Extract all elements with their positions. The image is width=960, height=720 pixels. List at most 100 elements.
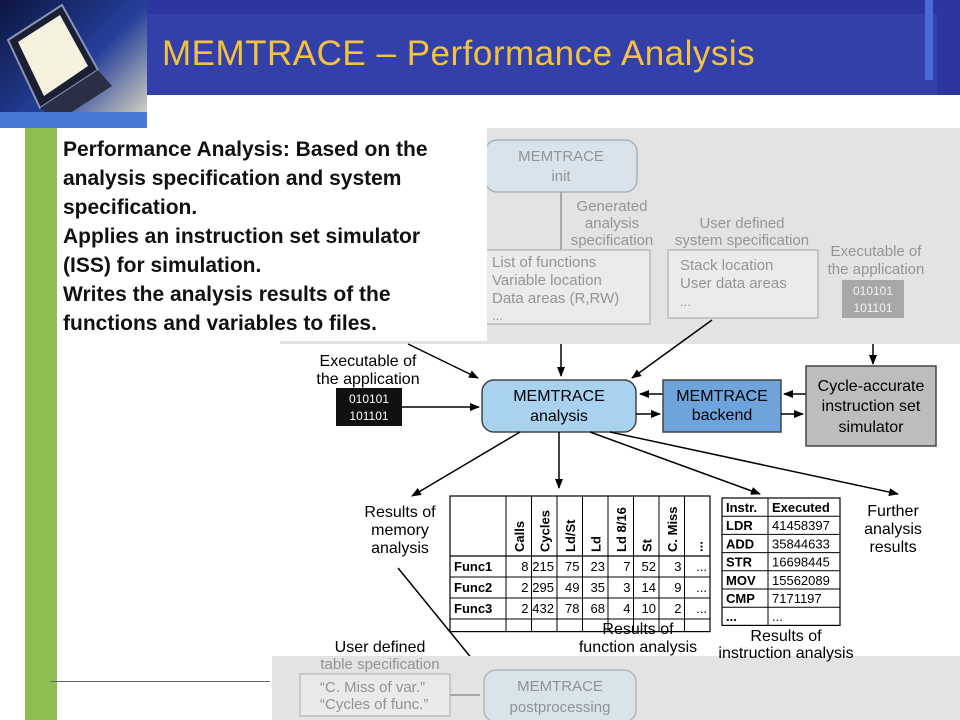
description-line-2: analysis specification and system xyxy=(63,167,402,190)
instr-table-name: MOV xyxy=(726,573,756,588)
computer-logo-icon xyxy=(0,0,147,128)
user-table-doc xyxy=(299,673,451,717)
instr-table-value: 41458397 xyxy=(772,518,830,533)
func-caption-1: Results of xyxy=(602,621,674,638)
func-list-3: Data areas (R,RW) xyxy=(492,290,619,307)
iss-label-3: simulator xyxy=(839,419,905,436)
sys-list-1: Stack location xyxy=(680,257,773,274)
func-list-4: ... xyxy=(492,308,503,323)
func-table-cell: 9 xyxy=(674,580,681,595)
iss-label-2: instruction set xyxy=(822,398,921,415)
func-table-cell: 35 xyxy=(591,580,605,595)
func-caption-2: function analysis xyxy=(579,639,697,656)
further-2: analysis xyxy=(864,521,922,538)
func-table-row-name: Func1 xyxy=(454,559,492,574)
func-table-cell: 78 xyxy=(565,601,579,616)
func-table-cell: 49 xyxy=(565,580,579,595)
func-list-doc xyxy=(481,249,651,325)
exec-top-1: Executable of xyxy=(831,243,923,260)
func-table-cell: 68 xyxy=(591,601,605,616)
post-label-2: postprocessing xyxy=(510,699,611,716)
gen-spec-1: Generated xyxy=(577,198,648,215)
user-table-spec-1: User defined xyxy=(335,639,426,656)
func-table-header: Calls xyxy=(512,521,527,552)
sys-list-doc xyxy=(667,249,819,319)
exec-left-2: the application xyxy=(316,371,419,388)
func-table-row-name: Func2 xyxy=(454,580,492,595)
gen-spec-2: analysis xyxy=(585,215,639,232)
mem-results-1: Results of xyxy=(364,504,436,521)
func-table-header: Ld xyxy=(588,536,603,552)
iss-box xyxy=(805,365,937,447)
gen-spec-3: specification xyxy=(571,232,654,249)
description-line-7: functions and variables to files. xyxy=(63,312,377,335)
func-table-cell: 52 xyxy=(642,559,656,574)
user-spec-1: User defined xyxy=(699,215,784,232)
footer-divider xyxy=(50,681,270,682)
exec-top-2: the application xyxy=(828,261,925,278)
analysis-label-1: MEMTRACE xyxy=(513,388,605,405)
header-title-panel xyxy=(147,14,937,95)
exec-left-binary xyxy=(336,388,402,426)
func-table-header: Ld/St xyxy=(563,519,578,552)
func-table-cell: 215 xyxy=(532,559,554,574)
func-list-1: List of functions xyxy=(492,254,596,271)
user-table-spec-2: table specification xyxy=(320,656,439,673)
further-3: results xyxy=(869,539,916,556)
func-list-2: Variable location xyxy=(492,272,602,289)
instr-table-value: 16698445 xyxy=(772,555,830,570)
header-accent-bar xyxy=(925,0,933,80)
func-table-cell: 7 xyxy=(623,559,630,574)
user-table-item-2: “Cycles of func.” xyxy=(320,696,428,713)
faded-bottom-group: table specification “C. Miss of var.” “C… xyxy=(299,656,637,720)
mem-results-2: memory xyxy=(371,522,429,539)
func-table-cell: 8 xyxy=(521,559,528,574)
exec-left-bin2: 101101 xyxy=(349,409,388,423)
exec-left-1: Executable of xyxy=(320,353,418,370)
exec-left-bin1: 010101 xyxy=(349,392,389,406)
instr-caption-2: instruction analysis xyxy=(718,645,853,662)
sys-list-2: User data areas xyxy=(680,275,787,292)
func-table-cell: 432 xyxy=(532,601,554,616)
backend-box xyxy=(662,379,782,433)
further-1: Further xyxy=(867,503,919,520)
backend-label-1: MEMTRACE xyxy=(676,388,768,405)
func-table-cell: ... xyxy=(696,601,707,616)
instr-table-header: Instr. xyxy=(726,500,757,515)
func-table-cell: 2 xyxy=(521,601,528,616)
init-label-1: MEMTRACE xyxy=(518,148,604,165)
instr-caption-1: Results of xyxy=(750,628,822,645)
func-table-frame xyxy=(449,495,711,633)
func-table-cell: 3 xyxy=(623,580,630,595)
instr-table-frame xyxy=(721,497,841,627)
header-underline xyxy=(0,112,147,128)
exec-top-binary xyxy=(842,280,904,318)
analysis-label-2: analysis xyxy=(530,408,588,425)
func-table-row-name: Func3 xyxy=(454,601,492,616)
func-table-header: St xyxy=(639,538,654,552)
init-label-2: init xyxy=(551,168,571,185)
instr-table-name: ... xyxy=(726,609,737,624)
instr-table-name: ADD xyxy=(726,536,754,551)
instr-table-value: 7171197 xyxy=(772,591,822,606)
description-textbox: Performance Analysis: Based on the analy… xyxy=(57,129,487,341)
func-table-header: ... xyxy=(690,541,705,552)
instr-table-value: 15562089 xyxy=(772,573,830,588)
backend-label-2: backend xyxy=(692,407,753,424)
description-line-3: specification. xyxy=(63,196,198,219)
mem-results-3: analysis xyxy=(371,540,429,557)
post-label-1: MEMTRACE xyxy=(517,678,603,695)
instr-table-name: LDR xyxy=(726,518,753,533)
sys-list-3: ... xyxy=(680,294,691,309)
instr-table-value: ... xyxy=(772,609,783,624)
iss-label-1: Cycle-accurate xyxy=(818,378,925,395)
slide-title: MEMTRACE – Performance Analysis xyxy=(162,34,756,73)
instr-table-header: Executed xyxy=(772,500,830,515)
func-table-cell: 2 xyxy=(674,601,681,616)
func-table-header: C. Miss xyxy=(665,506,680,552)
faded-top-group: MEMTRACE init Generated analysis specifi… xyxy=(481,139,925,325)
func-table-cell: 10 xyxy=(642,601,656,616)
